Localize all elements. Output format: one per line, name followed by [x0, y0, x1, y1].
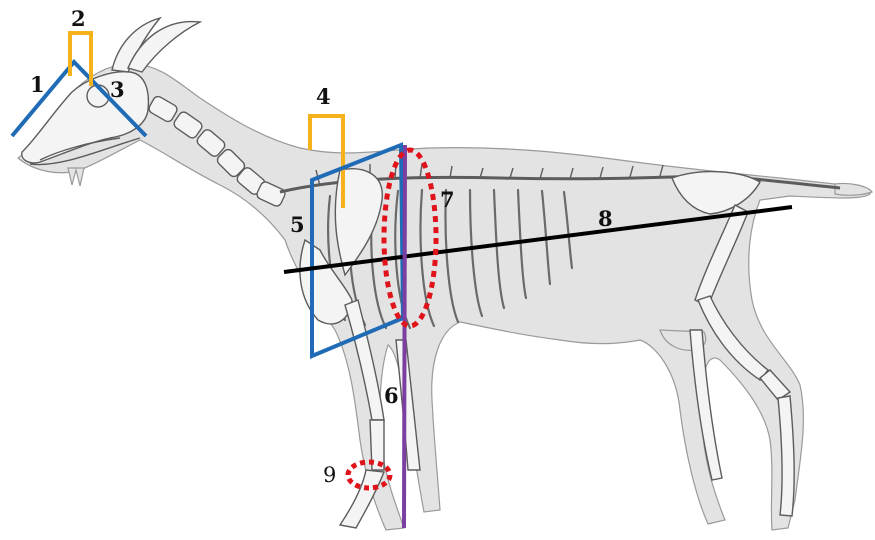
label-9: 9 — [323, 463, 336, 487]
label-1: 1 — [30, 72, 45, 97]
label-8: 8 — [598, 206, 613, 231]
label-3: 3 — [110, 77, 125, 102]
label-7: 7 — [440, 187, 455, 212]
label-2: 2 — [71, 6, 86, 31]
vertical-height-line — [404, 145, 405, 528]
label-6: 6 — [384, 383, 399, 408]
label-5: 5 — [290, 212, 305, 237]
label-4: 4 — [316, 84, 331, 109]
